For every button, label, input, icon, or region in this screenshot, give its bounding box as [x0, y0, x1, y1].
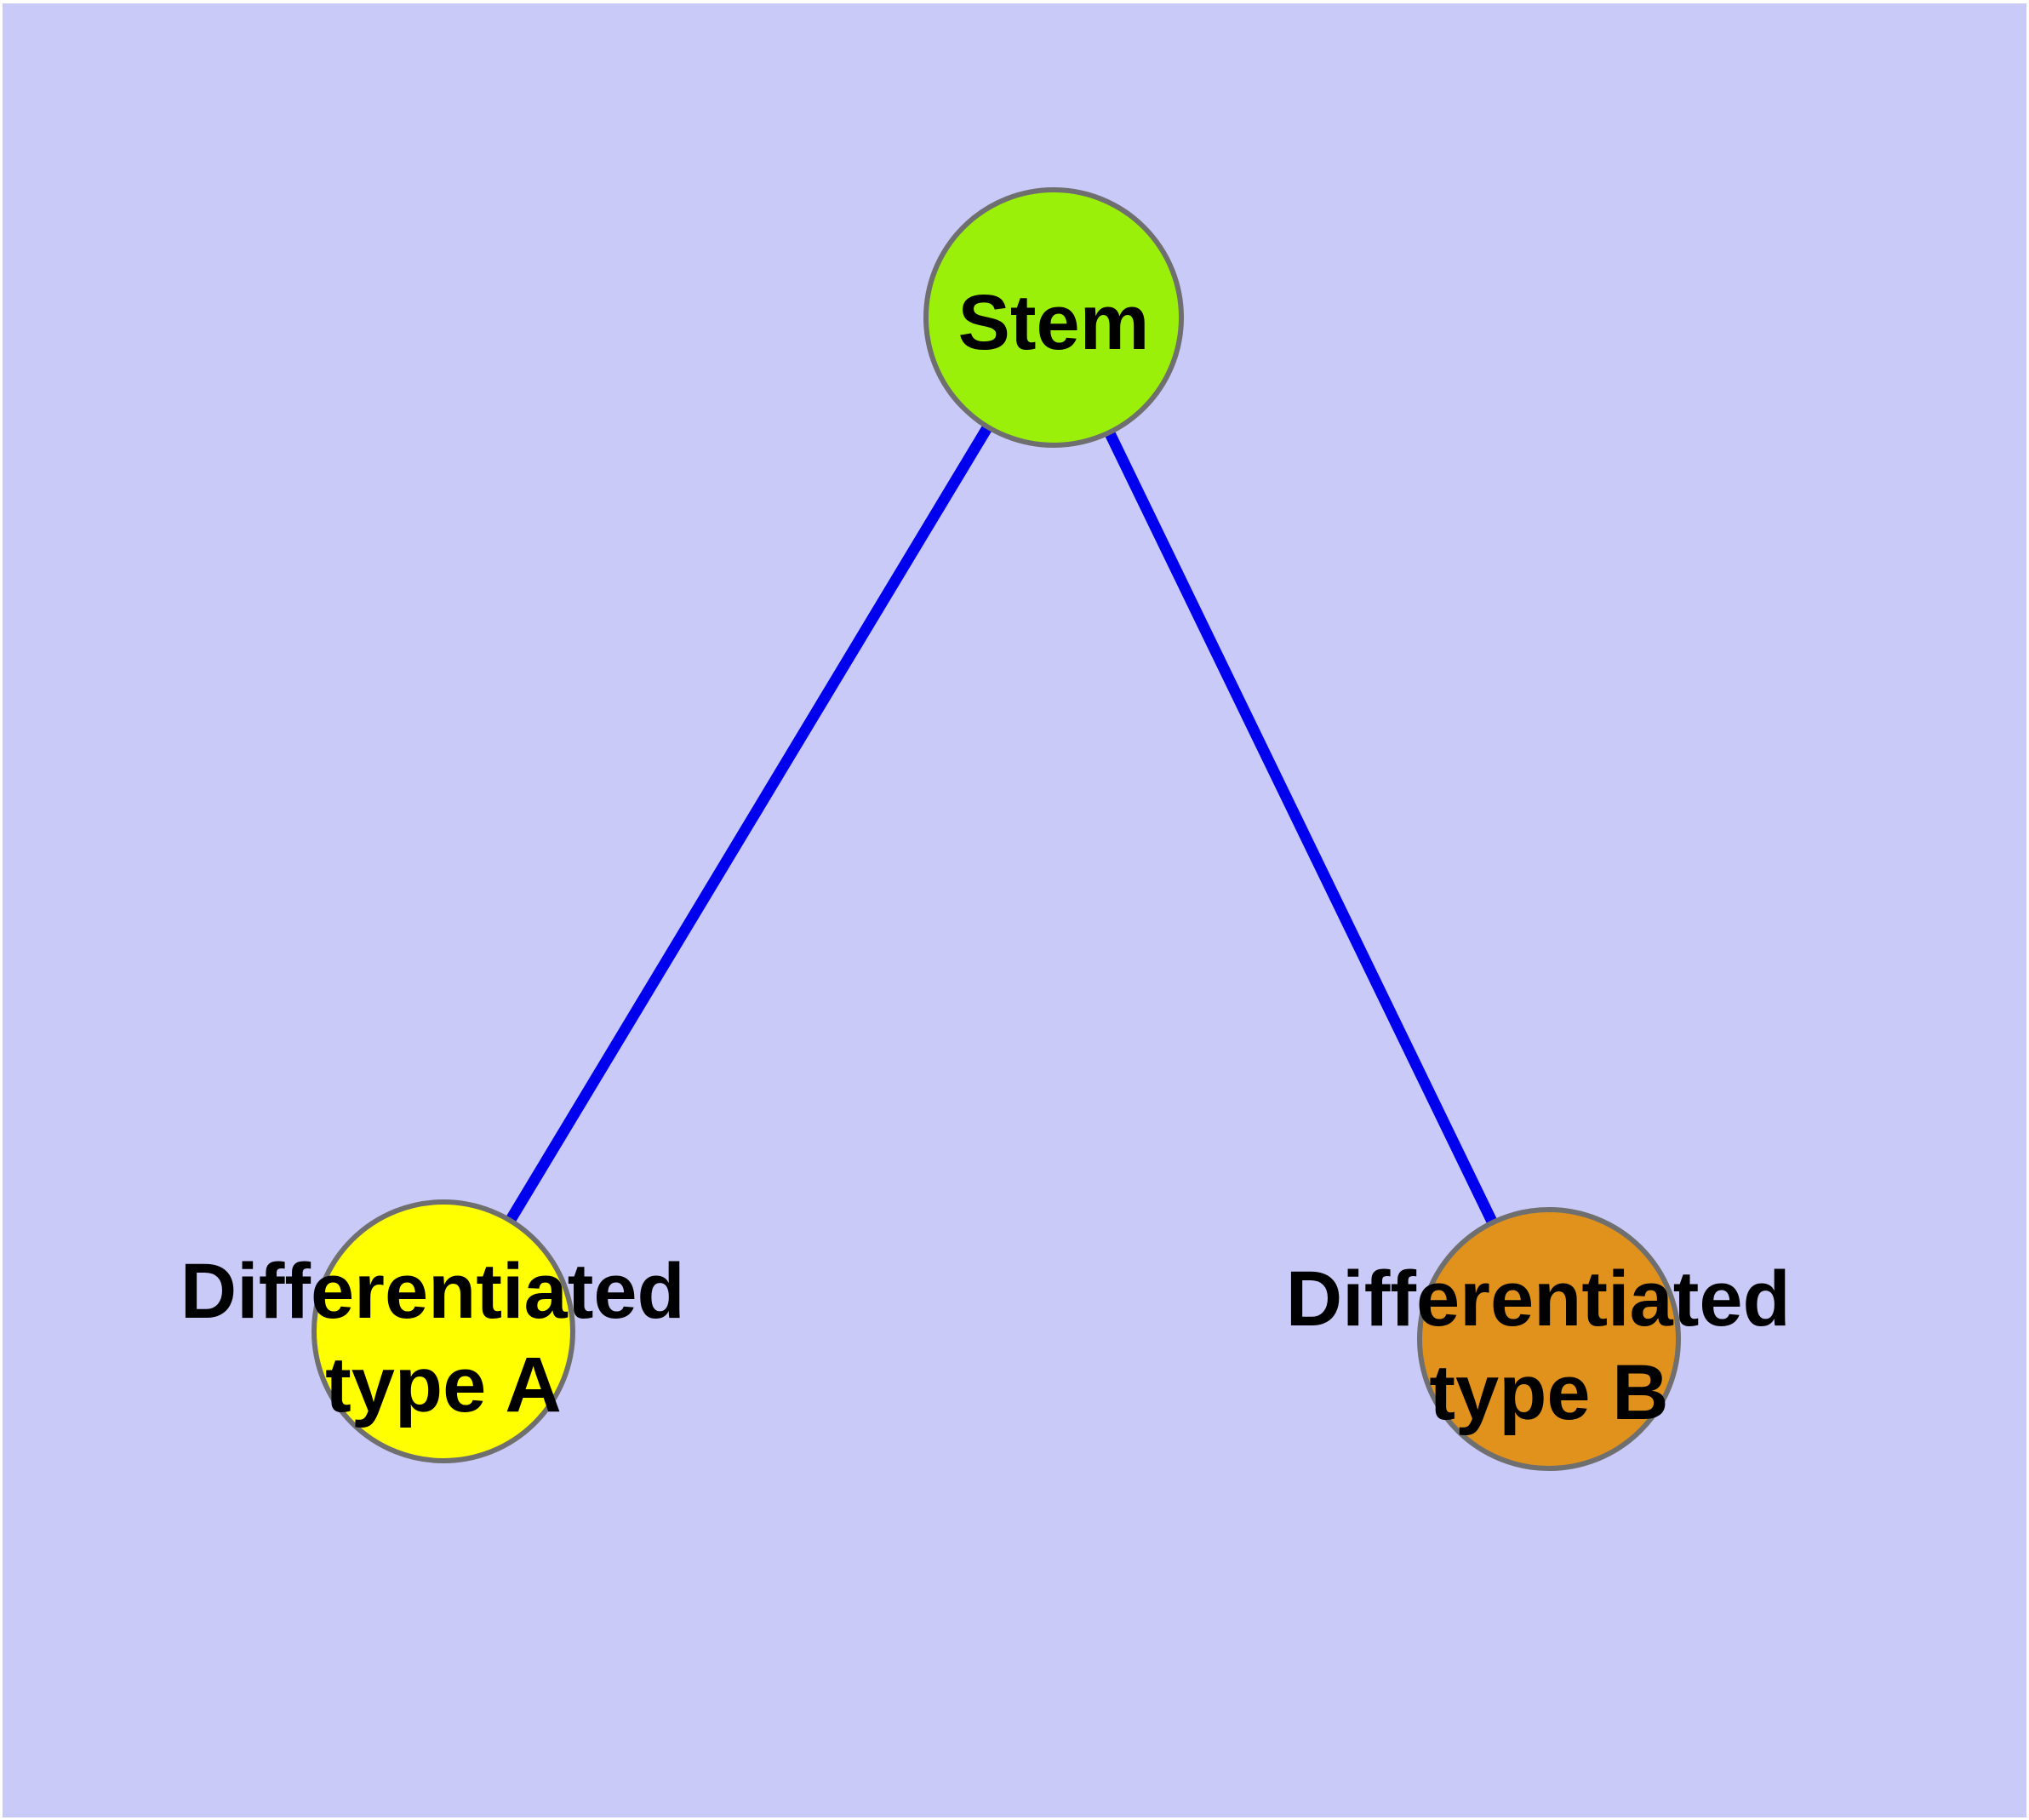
node-differentiated-type-a: [311, 1199, 575, 1463]
node-differentiated-type-b: [1417, 1207, 1681, 1471]
edge-stem-to-type-a: [438, 314, 1059, 1335]
node-type-b-label-line1: Differentiated: [1286, 1256, 1791, 1342]
node-type-a-label-line2: type A: [325, 1342, 562, 1428]
edge-stem-to-type-b: [1049, 315, 1554, 1342]
node-stem: [923, 187, 1184, 448]
node-type-b-label: Differentiated type B: [1286, 1256, 1813, 1436]
node-stem-label: Stem: [958, 279, 1150, 366]
node-type-b-label-line2: type B: [1429, 1349, 1668, 1436]
node-type-a-label-line1: Differentiated: [180, 1248, 685, 1335]
node-type-a-label: Differentiated type A: [180, 1248, 707, 1428]
